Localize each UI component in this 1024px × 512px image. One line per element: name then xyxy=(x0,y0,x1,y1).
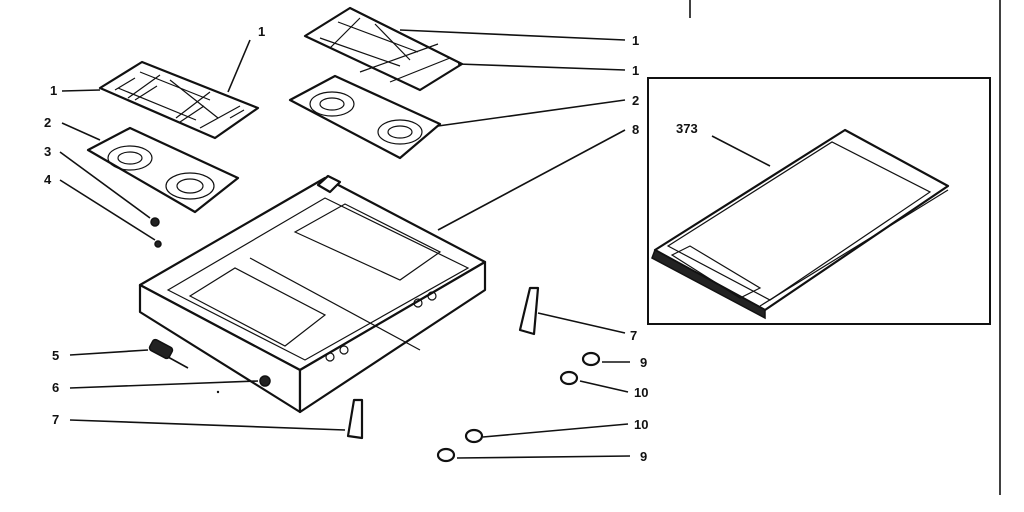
callout-10: 10 xyxy=(634,417,648,432)
stray-dot xyxy=(216,390,220,394)
knob-parts xyxy=(436,351,601,463)
burner-top-right xyxy=(288,74,442,160)
callout-1: 1 xyxy=(258,24,265,39)
callout-1: 1 xyxy=(632,63,639,78)
callout-1: 1 xyxy=(632,33,639,48)
burner-grate-right-pair xyxy=(303,6,464,92)
griddle-inset-box xyxy=(647,77,991,325)
callout-7: 7 xyxy=(52,412,59,427)
screw-part-4 xyxy=(154,240,162,248)
spring-part-5 xyxy=(148,338,189,369)
callout-8: 8 xyxy=(632,122,639,137)
callout-6: 6 xyxy=(52,380,59,395)
callout-3: 3 xyxy=(44,144,51,159)
callout-373: 373 xyxy=(676,121,698,136)
callout-9: 9 xyxy=(640,355,647,370)
burner-grate-left-pair xyxy=(98,60,260,140)
callout-2: 2 xyxy=(632,93,639,108)
callout-1: 1 xyxy=(50,83,57,98)
callout-4: 4 xyxy=(44,172,52,187)
callout-9: 9 xyxy=(640,449,647,464)
burner-top-left xyxy=(86,126,240,214)
screw-part-3 xyxy=(150,217,160,227)
callout-10: 10 xyxy=(634,385,648,400)
nut-part-6 xyxy=(259,375,271,387)
callout-2: 2 xyxy=(44,115,51,130)
callout-5: 5 xyxy=(52,348,59,363)
main-top-frame xyxy=(138,174,487,414)
callout-7: 7 xyxy=(630,328,637,343)
leg-bracket-right xyxy=(518,286,540,336)
leg-bracket-left xyxy=(346,398,364,440)
leader-lines xyxy=(59,29,771,459)
